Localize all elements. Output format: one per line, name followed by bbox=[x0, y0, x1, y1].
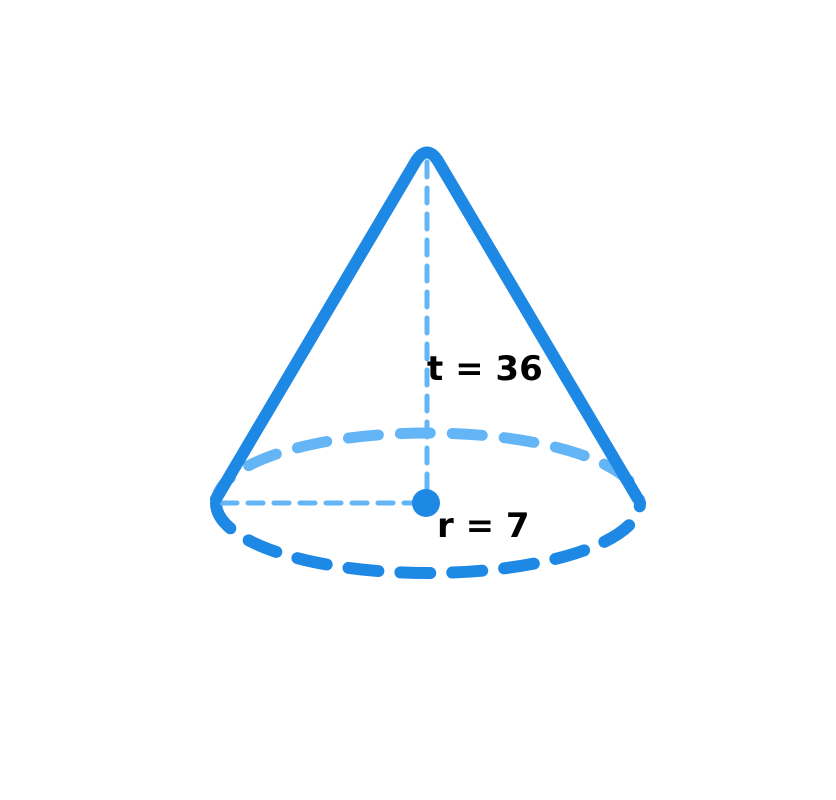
cone-sides bbox=[210, 146, 644, 505]
radius-label: r = 7 bbox=[437, 506, 530, 546]
center-point bbox=[412, 489, 440, 517]
base-front-arc bbox=[210, 497, 646, 579]
height-label: t = 36 bbox=[427, 349, 543, 389]
